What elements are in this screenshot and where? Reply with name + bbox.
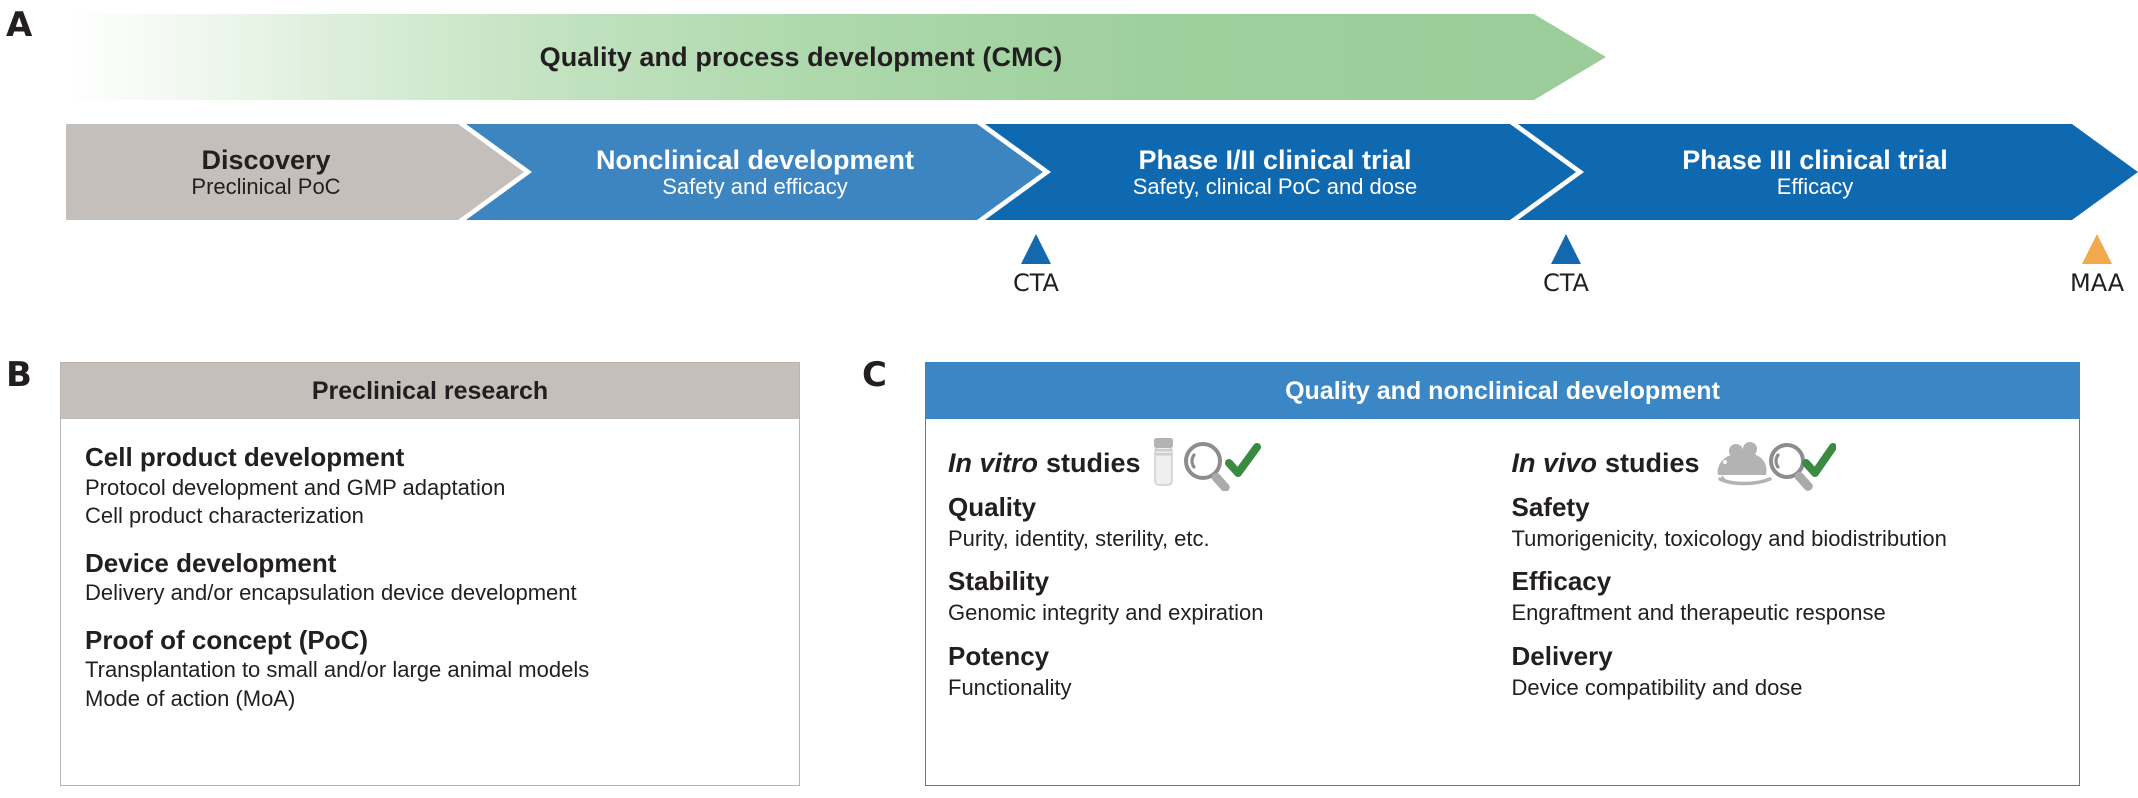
column-title-rest: studies bbox=[1605, 447, 1700, 478]
panel-a-letter: A bbox=[6, 5, 33, 45]
list-item: Potency Functionality bbox=[948, 640, 1494, 702]
column-title-rest: studies bbox=[1046, 447, 1141, 478]
list-item: Cell product development Protocol develo… bbox=[85, 441, 775, 531]
stage-title: Phase I/II clinical trial bbox=[1138, 144, 1412, 175]
stage-subtitle: Safety and efficacy bbox=[662, 173, 848, 199]
group-line: Delivery and/or encapsulation device dev… bbox=[85, 580, 577, 606]
cmc-bar-label: Quality and process development (CMC) bbox=[539, 41, 1063, 72]
stage-label-nonclinical: Nonclinical development Safety and effic… bbox=[530, 124, 980, 220]
panel-c-body: In vitro studies bbox=[926, 419, 2079, 714]
group-line: Tumorigenicity, toxicology and biodistri… bbox=[1511, 525, 1947, 551]
column-in-vitro: In vitro studies bbox=[948, 435, 1494, 714]
triangle-up-icon bbox=[2082, 234, 2113, 264]
timeline-stage-arrows bbox=[60, 122, 2138, 222]
group-line: Mode of action (MoA) bbox=[85, 685, 296, 711]
group-heading: Proof of concept (PoC) bbox=[85, 624, 369, 655]
list-item: Proof of concept (PoC) Transplantation t… bbox=[85, 624, 775, 714]
stage-arrow-phase12 bbox=[985, 124, 1576, 220]
panel-b-body: Cell product development Protocol develo… bbox=[61, 419, 799, 713]
stage-arrow-nonclinical bbox=[466, 124, 1043, 220]
stage-label-phase3: Phase III clinical trial Efficacy bbox=[1590, 124, 2040, 220]
mouse-magnifier-check-icon bbox=[1717, 442, 1836, 491]
milestone-label: CTA bbox=[1543, 269, 1589, 297]
milestone-label: CTA bbox=[1013, 269, 1059, 297]
panel-b-letter: B bbox=[6, 355, 32, 395]
milestone-marker-maa: MAA bbox=[2070, 234, 2124, 297]
cmc-gradient-arrow-bar bbox=[66, 14, 1606, 100]
column-title-italic: In vitro bbox=[948, 447, 1039, 478]
stage-arrow-phase3 bbox=[1518, 124, 2138, 220]
group-heading: Device development bbox=[85, 547, 337, 578]
panel-a-development-timeline: A Quality and process development (CMC) bbox=[0, 0, 2138, 330]
group-heading: Cell product development bbox=[85, 442, 405, 472]
column-title-in-vivo: In vivo studies bbox=[1512, 435, 2058, 491]
column-in-vivo: In vivo studies bbox=[1494, 435, 2058, 714]
group-heading: Potency bbox=[948, 640, 1050, 671]
group-line: Functionality bbox=[948, 674, 1072, 700]
group-line: Protocol development and GMP adaptation bbox=[85, 474, 506, 500]
stage-subtitle: Preclinical PoC bbox=[191, 173, 341, 199]
stage-title: Nonclinical development bbox=[595, 144, 915, 175]
group-heading: Delivery bbox=[1511, 640, 1613, 671]
panel-c-letter: C bbox=[862, 355, 887, 395]
stage-subtitle: Efficacy bbox=[1776, 173, 1854, 199]
group-heading: Quality bbox=[948, 492, 1037, 522]
group-line: Transplantation to small and/or large an… bbox=[85, 657, 590, 683]
list-item: Quality Purity, identity, sterility, etc… bbox=[948, 491, 1494, 553]
stage-title: Discovery bbox=[201, 144, 331, 175]
list-item: Stability Genomic integrity and expirati… bbox=[948, 565, 1494, 627]
panel-c-quality-nonclinical-development: Quality and nonclinical development In v… bbox=[925, 362, 2080, 786]
panel-b-preclinical-research: Preclinical research Cell product develo… bbox=[60, 362, 800, 786]
stage-arrow-discovery bbox=[66, 124, 524, 220]
stage-subtitle: Safety, clinical PoC and dose bbox=[1132, 173, 1418, 199]
stage-title: Phase III clinical trial bbox=[1682, 144, 1948, 175]
milestone-label: MAA bbox=[2070, 269, 2125, 297]
group-line: Cell product characterization bbox=[85, 503, 364, 529]
list-item: Delivery Device compatibility and dose bbox=[1512, 640, 2058, 702]
list-item: Safety Tumorigenicity, toxicology and bi… bbox=[1512, 491, 2058, 553]
group-line: Device compatibility and dose bbox=[1511, 674, 1803, 700]
list-item: Efficacy Engraftment and therapeutic res… bbox=[1512, 565, 2058, 627]
list-item: Device development Delivery and/or encap… bbox=[85, 547, 775, 608]
column-title-italic: In vivo bbox=[1511, 447, 1598, 478]
panel-b-header: Preclinical research bbox=[61, 363, 799, 419]
stage-label-phase12: Phase I/II clinical trial Safety, clinic… bbox=[1050, 124, 1500, 220]
group-heading: Efficacy bbox=[1511, 566, 1612, 597]
group-line: Engraftment and therapeutic response bbox=[1511, 600, 1886, 626]
group-heading: Stability bbox=[948, 566, 1050, 597]
stage-label-discovery: Discovery Preclinical PoC bbox=[66, 124, 466, 220]
triangle-up-icon bbox=[1020, 234, 1051, 264]
group-heading: Safety bbox=[1511, 492, 1590, 522]
group-line: Genomic integrity and expiration bbox=[948, 600, 1264, 626]
milestone-marker-cta-1: CTA bbox=[1013, 234, 1059, 297]
column-title-in-vitro: In vitro studies bbox=[948, 435, 1494, 491]
panel-c-header: Quality and nonclinical development bbox=[926, 363, 2079, 419]
test-tube-magnifier-check-icon bbox=[1153, 438, 1261, 491]
milestone-marker-cta-2: CTA bbox=[1543, 234, 1589, 297]
triangle-up-icon bbox=[1550, 234, 1581, 264]
group-line: Purity, identity, sterility, etc. bbox=[948, 525, 1210, 551]
